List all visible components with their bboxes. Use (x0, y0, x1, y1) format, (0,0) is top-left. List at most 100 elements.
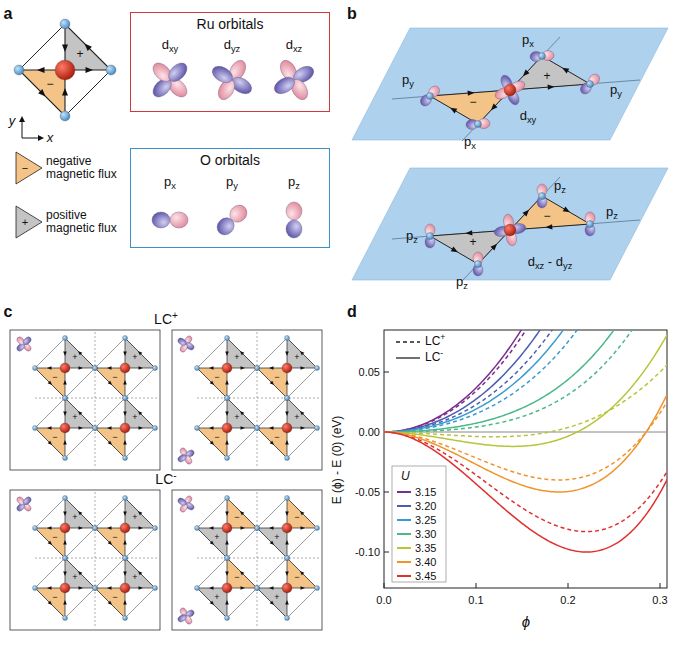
energy-curve (384, 330, 667, 432)
circulation-arrow (269, 526, 274, 530)
o-atom (225, 396, 230, 401)
text-part: + (294, 352, 299, 362)
figure-label: − (294, 573, 299, 583)
text-part: + (132, 352, 137, 362)
circulation-arrow (38, 89, 45, 96)
figure-label: U (401, 470, 410, 483)
circulation-arrow (63, 412, 67, 417)
ru-atom (55, 60, 75, 80)
ru-atom (282, 523, 292, 533)
o-atom (123, 496, 128, 501)
legend-swatch (397, 547, 411, 549)
lattice-frame (172, 330, 322, 470)
text-part: - (440, 348, 443, 358)
flux-triangle (65, 498, 95, 528)
flux-triangle (197, 368, 227, 398)
circulation-arrow (79, 366, 84, 370)
text-part: z (613, 211, 618, 221)
panel-b-art (352, 28, 668, 281)
flux-triangle (125, 498, 155, 528)
circulation-arrow (270, 381, 274, 385)
text-part: − (274, 432, 279, 442)
text-part: LC (425, 334, 440, 348)
circulation-arrow (86, 67, 94, 73)
ru-atom (222, 583, 232, 593)
text-part: 0.05 (359, 366, 380, 378)
ru-atom (222, 423, 232, 433)
o-atom (63, 556, 68, 561)
circulation-arrow (270, 541, 274, 545)
circulation-arrow (225, 572, 229, 577)
figure-label: py (610, 83, 622, 97)
orbital-lobe (22, 336, 33, 347)
figure-label: px (522, 33, 534, 47)
circulation-arrow (240, 411, 244, 415)
figure-label: -0.10 (355, 546, 380, 558)
circulation-arrow (108, 381, 112, 385)
o-atom (195, 526, 200, 531)
circulation-arrow (241, 426, 246, 430)
text-part: + (72, 572, 77, 582)
o-atom (63, 456, 68, 461)
circulation-arrow (107, 526, 112, 530)
flux-triangle (227, 558, 257, 588)
text-part: d (520, 108, 527, 123)
text-part: b (347, 5, 357, 22)
circulation-arrow (240, 571, 244, 575)
figure-label: dxz (286, 38, 303, 52)
orbital-lobe (177, 497, 188, 507)
text-part: 3.35 (415, 542, 436, 554)
text-part: xz (293, 44, 302, 54)
figure-label: − (112, 433, 117, 443)
unit-square (95, 558, 155, 618)
grid-line (95, 332, 96, 468)
ru-atom (60, 523, 70, 533)
o-atom (475, 121, 482, 128)
circulation-arrow (48, 601, 52, 605)
o-atom (93, 366, 98, 371)
circulation-arrow (491, 104, 498, 111)
orbital-lobe (22, 496, 33, 507)
o-atom (123, 556, 128, 561)
figure-label: + (274, 593, 279, 603)
flux-triangle (65, 338, 95, 368)
text-part: − (46, 77, 53, 91)
circulation-arrow (108, 541, 112, 545)
ru-atom (504, 224, 516, 236)
circulation-arrow (138, 571, 142, 575)
tick (568, 583, 569, 588)
circulation-arrow (63, 440, 67, 445)
circulation-arrow (123, 380, 127, 385)
o-atom (255, 366, 260, 371)
legend-text: LC+ (425, 335, 445, 348)
legend-swatch (16, 152, 42, 184)
figure-label: − (543, 210, 550, 223)
o-atom (33, 586, 38, 591)
circulation-arrow (209, 426, 214, 430)
o-atom (93, 366, 98, 371)
o-atom (475, 261, 482, 268)
flux-triangle (65, 558, 95, 588)
text-part: p (288, 174, 295, 189)
text-part: positive magnetic flux (46, 208, 117, 235)
circulation-arrow (123, 572, 127, 577)
flux-triangle (257, 528, 287, 558)
circulation-arrow (63, 380, 67, 385)
unit-square (197, 498, 257, 558)
figure-label: pz (606, 205, 618, 219)
o-atom (33, 366, 38, 371)
unit-square (35, 498, 95, 558)
circulation-arrow (240, 351, 244, 355)
ru-atom (282, 363, 292, 373)
grid-line (95, 492, 96, 628)
figure-label: − (52, 433, 57, 443)
o-atom (63, 496, 68, 501)
o-atom (587, 221, 594, 228)
tick (476, 583, 477, 588)
circulation-arrow (123, 440, 127, 445)
o-atom (63, 556, 68, 561)
box-title: Ru orbitals (131, 13, 329, 32)
text-part: + (72, 352, 77, 362)
unit-square (257, 398, 317, 458)
figure-label: px (164, 175, 176, 189)
